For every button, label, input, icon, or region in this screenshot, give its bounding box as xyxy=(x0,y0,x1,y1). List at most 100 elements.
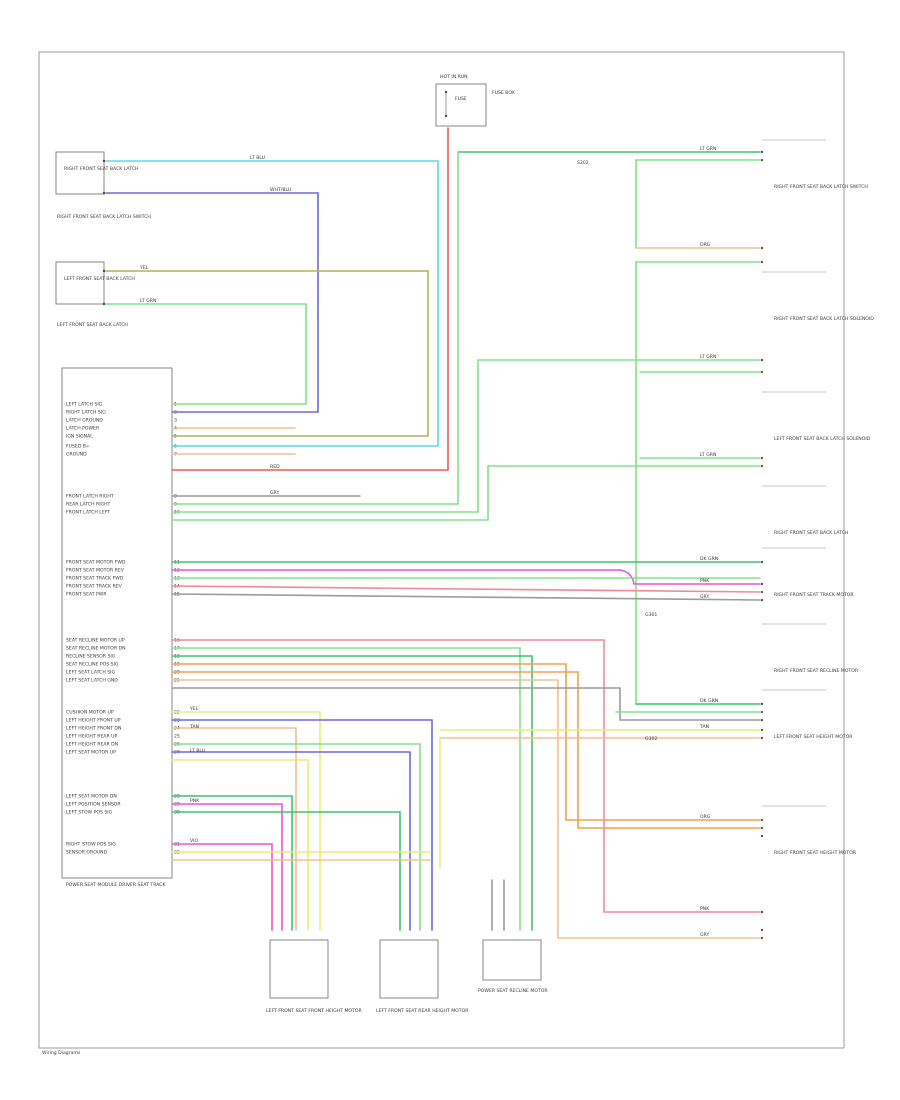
height-wire xyxy=(171,711,321,931)
recline-wire xyxy=(171,687,761,721)
left-latch-switch: LEFT FRONT SEAT BACK LATCH LEFT FRONT SE… xyxy=(55,261,135,328)
recline-wire xyxy=(171,647,521,931)
terminal-pin xyxy=(760,826,764,830)
wire-color-label: LT GRN xyxy=(700,452,716,458)
right-component-name: RIGHT FRONT SEAT HEIGHT MOTOR xyxy=(774,850,857,856)
latch-ground-wire xyxy=(105,270,429,437)
module-pin-label: IGN SIGNAL xyxy=(66,434,93,440)
ground-label-1: G301 xyxy=(645,612,657,618)
right-component-name: RIGHT FRONT SEAT RECLINE MOTOR xyxy=(774,668,859,674)
terminal-pin xyxy=(760,590,764,594)
terminal-pin xyxy=(760,736,764,740)
terminal-pin xyxy=(760,150,764,154)
right-component-name: RIGHT FRONT SEAT TRACK MOTOR xyxy=(774,592,854,598)
terminal-pin xyxy=(760,582,764,586)
terminal-pin xyxy=(760,358,764,362)
wire-color-label: VIO xyxy=(190,838,198,844)
left-latch-switch-name: LEFT FRONT SEAT BACK LATCH xyxy=(57,322,128,328)
wire-color-label: LT GRN xyxy=(700,146,716,152)
right-components: RIGHT FRONT SEAT BACK LATCH SWITCH RIGHT … xyxy=(760,139,874,940)
height-wire xyxy=(171,803,283,931)
bottom-motor-3: POWER SEAT RECLINE MOTOR xyxy=(478,939,548,994)
right-component-name: RIGHT FRONT SEAT BACK LATCH SOLENOID xyxy=(774,316,874,322)
wire-color-label: TAN xyxy=(189,724,199,730)
module-pin-label: SEAT RECLINE POS SIG xyxy=(66,662,119,668)
motor-wire xyxy=(171,593,761,601)
power-seat-module: POWER SEAT MODULE DRIVER SEAT TRACK LEFT… xyxy=(61,367,180,888)
module-pin-label: FRONT LATCH RIGHT xyxy=(66,494,114,500)
terminal-pin xyxy=(760,834,764,838)
wire-color-label: GRY xyxy=(270,490,279,496)
module-pin-number: 25 xyxy=(174,734,180,740)
motor-wire xyxy=(171,569,761,585)
terminal-pin xyxy=(760,718,764,722)
recline-wire xyxy=(171,679,761,939)
module-pin-label: RECLINE SENSOR SIG xyxy=(66,654,116,660)
module-pin-label: LEFT HEIGHT FRONT UP xyxy=(66,718,121,724)
splice-label: S302 xyxy=(577,160,589,166)
fuse-box-label: HOT IN RUN xyxy=(440,74,468,80)
ground-label-2: G302 xyxy=(645,736,657,742)
terminal-pin xyxy=(760,456,764,460)
latch-signal-wire xyxy=(105,192,319,413)
module-pin-label: LEFT STOW POS SIG xyxy=(66,810,113,816)
wire-color-label: LT BLU xyxy=(250,155,265,161)
module-pin-label: FRONT SEAT TRACK FWD xyxy=(66,576,124,582)
module-pin-label: LEFT HEIGHT FRONT DN xyxy=(66,726,121,732)
wire-color-label: GRY xyxy=(700,594,709,600)
wire-color-label: LT GRN xyxy=(140,298,156,304)
module-pin-label: FRONT SEAT TRACK REV xyxy=(66,584,123,590)
wire-color-label: PNK xyxy=(190,798,200,804)
height-wire xyxy=(171,759,309,931)
module-pin-label: SEAT RECLINE MOTOR DN xyxy=(66,646,126,652)
right-latch-switch-inner: RIGHT FRONT SEAT BACK LATCH xyxy=(64,166,138,172)
terminal-pin xyxy=(760,246,764,250)
wire-color-label: TAN xyxy=(699,724,709,730)
latch-power-wire xyxy=(171,151,459,505)
module-pin-label: LEFT SEAT MOTOR DN xyxy=(66,794,117,800)
wire-color-label: LT GRN xyxy=(700,354,716,360)
wire-color-label: ORG xyxy=(700,242,711,248)
module-pin-label: LEFT POSITION SENSOR xyxy=(66,802,121,808)
bottom-motor-1: LEFT FRONT SEAT FRONT HEIGHT MOTOR xyxy=(266,939,362,1014)
latch-power-wire xyxy=(171,359,479,513)
module-pin-label: FRONT SEAT MOTOR FWD xyxy=(66,560,126,566)
right-latch-switch: RIGHT FRONT SEAT BACK LATCH RIGHT FRONT … xyxy=(55,151,151,220)
wire-color-label: YEL xyxy=(189,706,199,712)
latch-signal-wire xyxy=(105,160,439,447)
wire-color-label: RED xyxy=(270,464,280,470)
module-pin-label: LEFT HEIGHT REAR UP xyxy=(66,734,118,740)
right-component-name: RIGHT FRONT SEAT BACK LATCH xyxy=(774,530,848,536)
terminal-pin xyxy=(760,464,764,468)
latch-signal-wire xyxy=(105,303,307,405)
recline-wire xyxy=(171,671,761,829)
left-latch-switch-inner: LEFT FRONT SEAT BACK LATCH xyxy=(64,276,135,282)
recline-wire xyxy=(171,655,533,931)
terminal-pin xyxy=(760,260,764,264)
fuse-label: FUSE xyxy=(455,96,467,102)
height-wire xyxy=(171,719,433,931)
height-wire xyxy=(171,843,273,931)
height-wire xyxy=(171,751,411,931)
bottom-motor-2: LEFT FRONT SEAT REAR HEIGHT MOTOR xyxy=(376,939,469,1014)
terminal-pin xyxy=(760,936,764,940)
module-pin-label: LEFT SEAT MOTOR UP xyxy=(66,750,116,756)
terminal-pin xyxy=(760,728,764,732)
bottom-motor-3-name: POWER SEAT RECLINE MOTOR xyxy=(478,988,548,994)
bottom-motor-1-name: LEFT FRONT SEAT FRONT HEIGHT MOTOR xyxy=(266,1008,362,1014)
module-pin-label: CUSHION MOTOR UP xyxy=(66,710,114,716)
module-pin-label: SENSOR GROUND xyxy=(66,850,108,856)
module-pin-label: LATCH GROUND xyxy=(66,418,103,424)
terminal-pin xyxy=(760,910,764,914)
module-pin-label: LATCH POWER xyxy=(66,426,100,432)
terminal-pin xyxy=(760,598,764,602)
terminal-pin xyxy=(760,560,764,564)
right-component-name: RIGHT FRONT SEAT BACK LATCH SWITCH xyxy=(774,184,868,190)
recline-wire xyxy=(171,663,761,821)
bottom-motor-2-name: LEFT FRONT SEAT REAR HEIGHT MOTOR xyxy=(376,1008,469,1014)
module-pin-label: LEFT HEIGHT REAR DN xyxy=(66,742,118,748)
module-pin-label: GROUND xyxy=(66,452,87,458)
diagram-frame xyxy=(38,51,845,1049)
